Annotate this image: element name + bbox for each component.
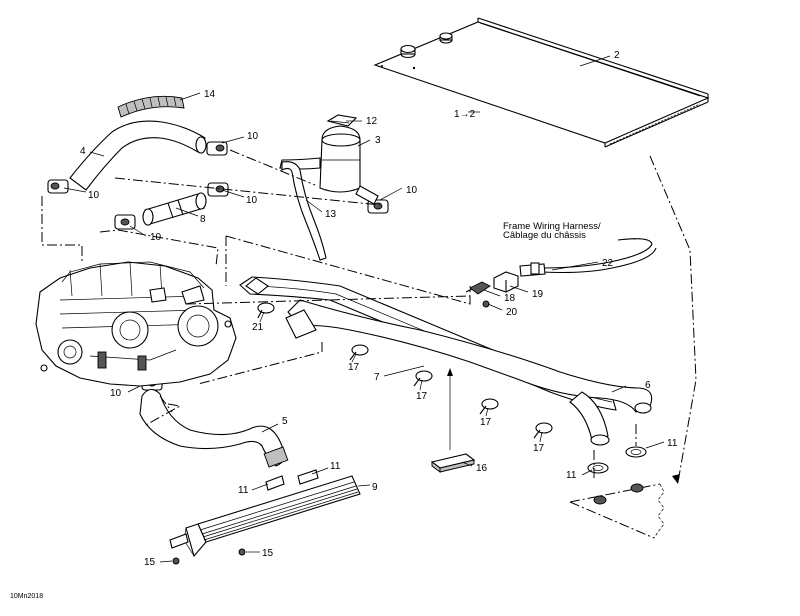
callout-17-b: 17 [416, 391, 428, 402]
callout-13: 13 [325, 209, 337, 220]
assembly-lines [41, 149, 697, 484]
hose-part-5 [139, 388, 289, 468]
callouts: 2 1→2 14 12 3 4 10 10 10 10 10 10 8 13 F… [10, 50, 678, 600]
sensor-part-19 [493, 271, 519, 293]
wiring-harness-part-22 [519, 238, 657, 277]
screw-part-15-b [238, 548, 246, 556]
reservoir-part-3 [279, 125, 379, 205]
screw-part-20 [482, 300, 490, 308]
callout-7: 7 [374, 372, 380, 383]
sleeve-part-14 [117, 95, 185, 118]
panel-part-2 [373, 17, 710, 148]
callout-4: 4 [80, 146, 86, 157]
mounting-plate [569, 483, 665, 539]
callout-12: 12 [366, 116, 378, 127]
callout-10-lower: 10 [150, 232, 162, 243]
grommet-part-11-d [625, 446, 647, 458]
callout-6: 6 [645, 380, 651, 391]
callout-17-c: 17 [480, 417, 492, 428]
screw-part-15-a [172, 557, 180, 565]
callout-17-a: 17 [348, 362, 360, 373]
block-part-16 [430, 453, 476, 473]
callout-11-c: 11 [566, 470, 577, 481]
grommet-part-11-a [265, 475, 285, 491]
callout-22: 22 [602, 258, 614, 269]
hose-part-4 [69, 120, 207, 191]
callout-14: 14 [204, 89, 216, 100]
callout-11-a: 11 [330, 461, 341, 472]
callout-17-d: 17 [533, 443, 545, 454]
harness-label-line2: Câblage du châssis [503, 230, 586, 241]
heat-exchanger-part-9 [169, 475, 361, 558]
tie-part-17-a [349, 344, 369, 361]
callout-11-d: 11 [667, 438, 678, 449]
callout-10-engine: 10 [110, 388, 122, 399]
grommet-part-11-b [297, 469, 319, 485]
clamp-part-10-lower [114, 214, 136, 230]
clamp-part-10-left [47, 179, 69, 194]
callout-9: 9 [372, 482, 378, 493]
clamp-part-10-upper [206, 141, 228, 156]
callout-21: 21 [252, 322, 264, 333]
callout-1-to-2: 1→2 [454, 109, 476, 120]
callout-19: 19 [532, 289, 544, 300]
reservoir-cap-part-12 [326, 114, 358, 127]
grommet-part-11-c [587, 462, 609, 474]
callout-15-b: 15 [262, 548, 274, 559]
callout-11-b: 11 [238, 485, 249, 496]
coolant-tube-part-6 [285, 299, 653, 446]
callout-18: 18 [504, 293, 516, 304]
engine-block [35, 261, 237, 387]
callout-3: 3 [375, 135, 381, 146]
leader-lines [63, 55, 665, 563]
callout-8: 8 [200, 214, 206, 225]
overflow-tube-part-13 [281, 161, 327, 261]
callout-10-reservoir: 10 [406, 185, 418, 196]
tie-part-17-c [479, 398, 499, 415]
tie-part-17-d [533, 422, 553, 439]
diagram-code: 10Mn2018 [10, 593, 43, 600]
connector-part-8 [142, 192, 207, 226]
callout-5: 5 [282, 416, 288, 427]
callout-2: 2 [614, 50, 620, 61]
tie-part-17-b [413, 370, 433, 387]
clip-part-21 [257, 302, 275, 319]
harness-label-line1: Frame Wiring Harness/ [503, 221, 601, 232]
connector-part-18 [465, 281, 491, 295]
callout-10-upper: 10 [247, 131, 259, 142]
callout-10-left: 10 [88, 190, 100, 201]
callout-10-mid: 10 [246, 195, 258, 206]
callout-15-a: 15 [144, 557, 156, 568]
callout-20: 20 [506, 307, 518, 318]
callout-16: 16 [476, 463, 488, 474]
